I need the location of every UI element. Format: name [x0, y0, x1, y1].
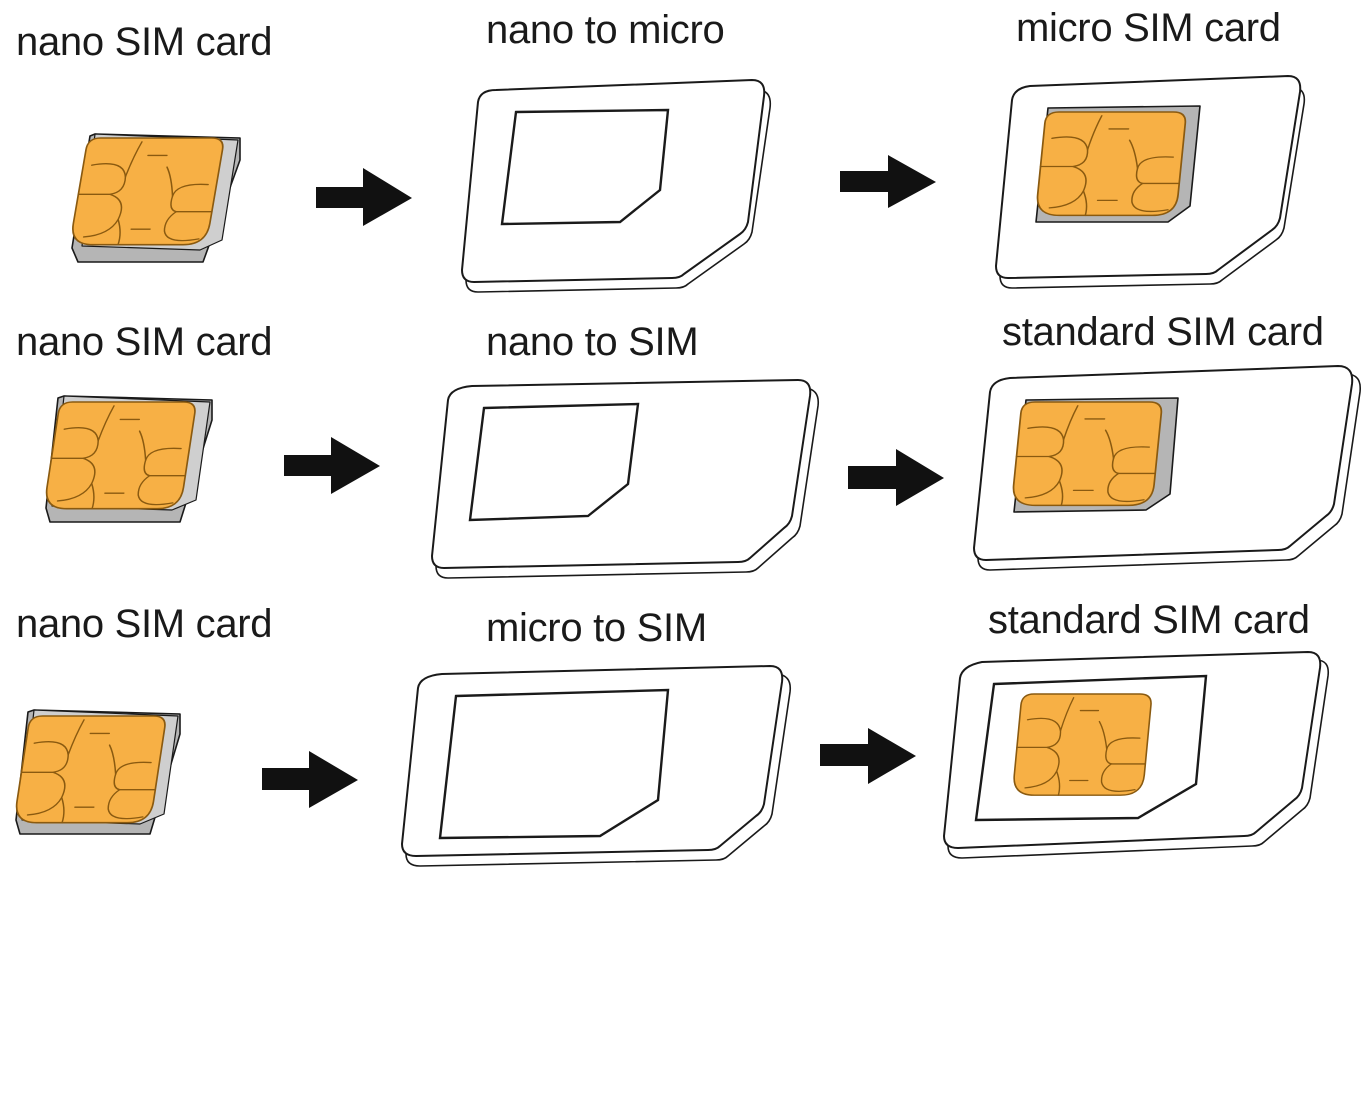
row1-micro-sim-result-icon	[995, 75, 1306, 289]
row2-nano-sim-icon	[42, 395, 213, 523]
row2-adapter-icon	[431, 379, 820, 579]
row3-standard-sim-result-icon	[943, 651, 1330, 859]
row1-arrow-2-icon	[840, 155, 936, 208]
row1-nano-sim-icon	[68, 133, 241, 263]
row3-adapter-icon	[401, 665, 792, 867]
row3-source-label: nano SIM card	[16, 602, 273, 646]
row3-result-label: standard SIM card	[988, 598, 1310, 642]
row2-adapter-label: nano to SIM	[486, 320, 699, 364]
row1-adapter-icon	[461, 79, 772, 293]
row2-arrow-1-icon	[284, 437, 380, 494]
row3-adapter-label: micro to SIM	[486, 606, 707, 650]
row2-arrow-2-icon	[848, 449, 944, 506]
row2-result-label: standard SIM card	[1002, 310, 1324, 354]
row3-arrow-2-icon	[820, 728, 916, 784]
row2-source-label: nano SIM card	[16, 320, 273, 364]
row1-source-label: nano SIM card	[16, 20, 273, 64]
row3-nano-sim-icon	[12, 709, 181, 835]
row1-result-label: micro SIM card	[1016, 6, 1281, 50]
row1-adapter-label: nano to micro	[486, 8, 725, 52]
row3-arrow-1-icon	[262, 751, 358, 808]
row1-arrow-1-icon	[316, 168, 412, 226]
row2-standard-sim-result-icon	[973, 365, 1362, 571]
